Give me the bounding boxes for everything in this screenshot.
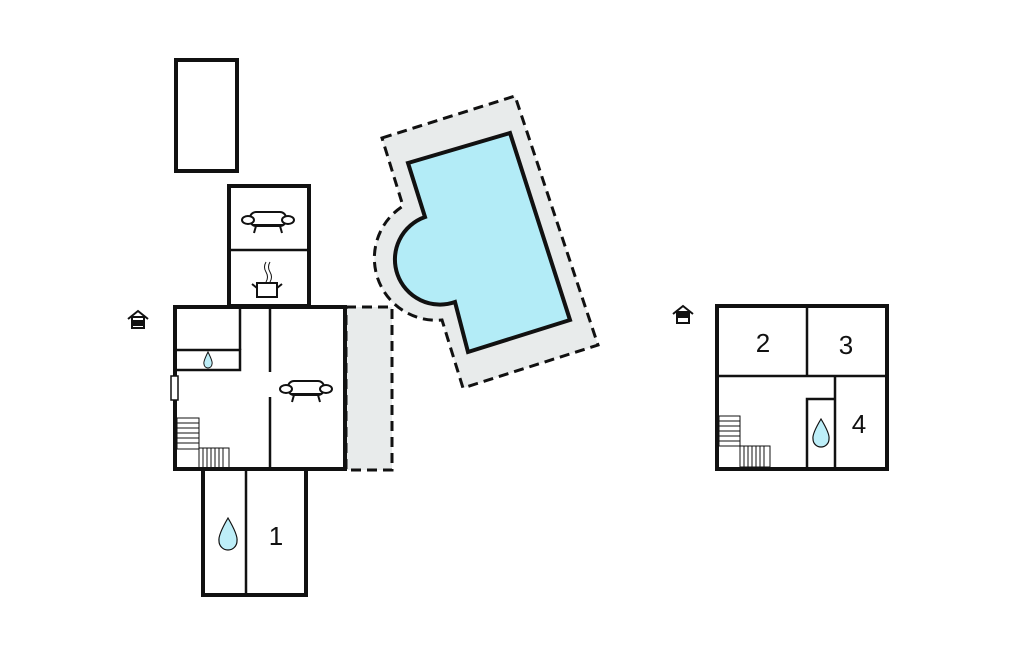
stairs-icon bbox=[176, 417, 230, 469]
water-drop-icon bbox=[203, 350, 213, 369]
room-label-3: 3 bbox=[839, 330, 853, 360]
terrace bbox=[344, 305, 394, 472]
pool bbox=[392, 130, 573, 355]
room-label-4: 4 bbox=[852, 409, 866, 439]
window bbox=[170, 375, 179, 401]
water-drop-icon bbox=[812, 417, 830, 448]
upper-floor bbox=[715, 304, 889, 471]
sofa-icon bbox=[279, 380, 333, 403]
sofa-icon bbox=[241, 211, 295, 234]
stairs-icon bbox=[718, 415, 771, 468]
kitchen-pot-icon bbox=[251, 261, 283, 298]
room-1 bbox=[201, 467, 308, 597]
room-label-2: 2 bbox=[756, 328, 770, 358]
outbuilding bbox=[174, 58, 239, 173]
water-drop-icon bbox=[218, 516, 238, 551]
room-label-1: 1 bbox=[269, 521, 283, 551]
